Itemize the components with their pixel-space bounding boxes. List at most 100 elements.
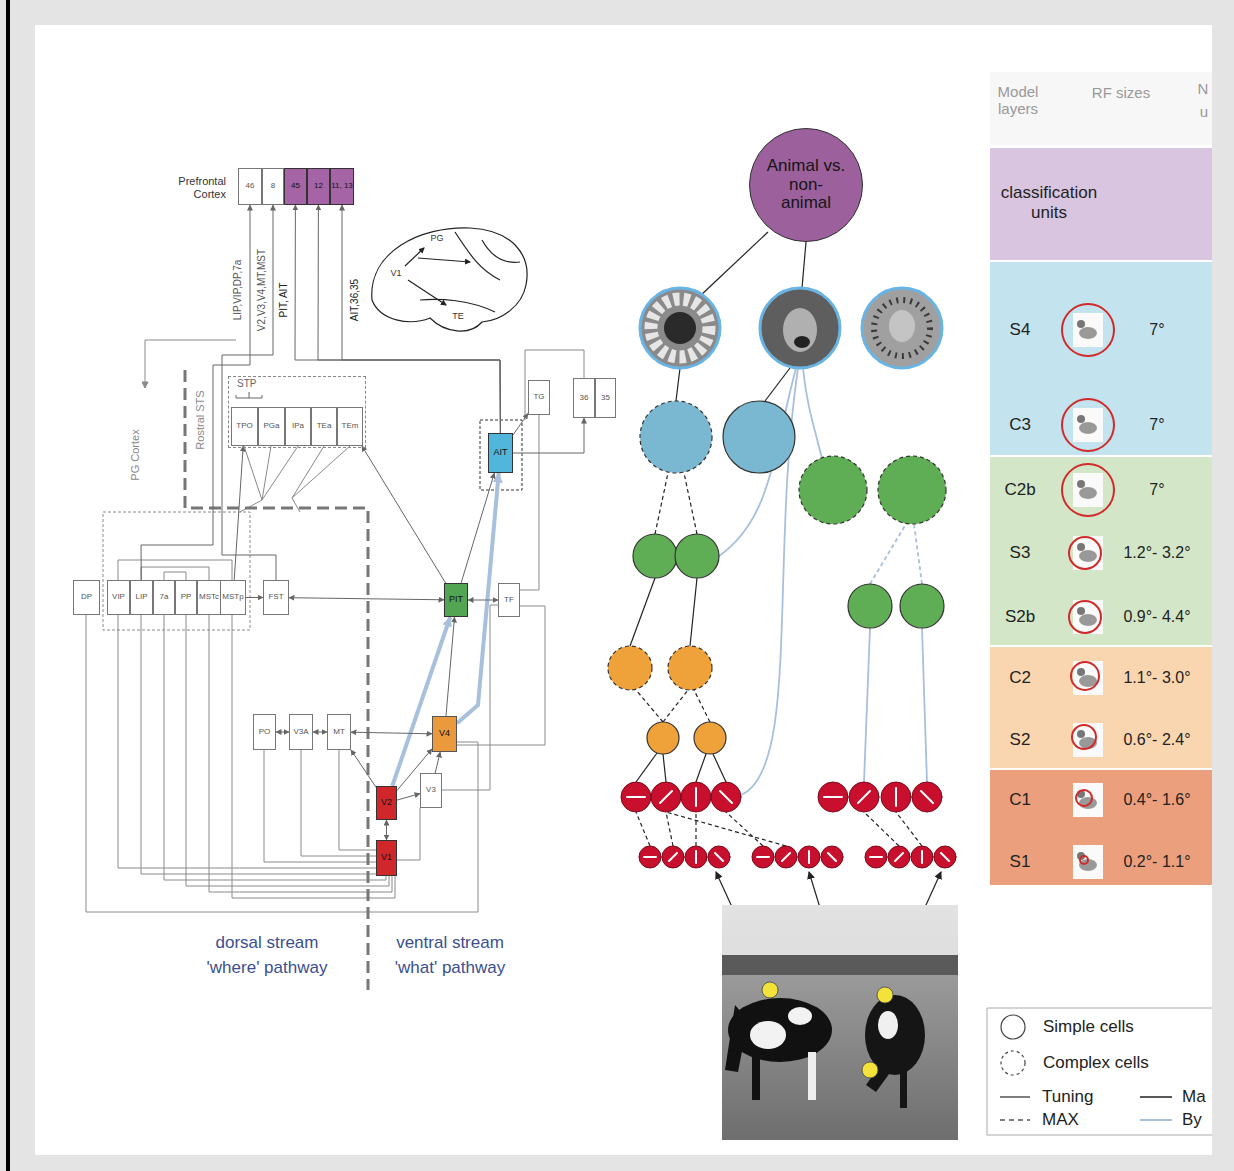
area-box: PP [175, 580, 197, 615]
area-box: 8 [262, 168, 284, 205]
area-box: 36 [573, 378, 595, 418]
connector [468, 600, 498, 601]
area-box: PGa [258, 407, 285, 446]
brain-sketch [372, 228, 527, 331]
node-text: C2 [1009, 668, 1031, 688]
layer-band: S47°C37° [990, 262, 1212, 455]
node-text: TPO [236, 422, 252, 431]
legend-text: MAX [1042, 1110, 1079, 1130]
node-text: TF [504, 596, 514, 605]
node-text: 7a [160, 593, 169, 602]
band-fill [990, 647, 1212, 768]
label: LIP,VIP,DP,7a [232, 260, 244, 321]
legend-text: Ma [1182, 1087, 1206, 1107]
area-box: V2 [376, 786, 397, 820]
connector [246, 597, 263, 598]
node-text: V3 [426, 786, 436, 795]
rf-icons [1062, 304, 1114, 879]
node-text: 1.2°- 3.2° [1123, 544, 1190, 562]
node-text: TG [533, 393, 544, 402]
label: PG Cortex [129, 429, 142, 480]
node-text: TEm [342, 422, 359, 431]
legend-text: By [1182, 1110, 1202, 1130]
node-text: FST [268, 593, 283, 602]
band-fill [990, 262, 1212, 455]
connector [435, 752, 440, 773]
node-text: AIT [493, 448, 507, 458]
label: Prefrontal Cortex [166, 175, 226, 200]
label: 'where' pathway [207, 958, 328, 978]
node-text: TEa [317, 422, 332, 431]
label: TE [452, 311, 464, 321]
label: V2,V3,V4,MT,MST [256, 249, 268, 331]
edge-bar [6, 0, 10, 1171]
model-units [608, 401, 946, 754]
node-text: 11, 13 [331, 182, 353, 191]
classifier-circle: Animal vs. non-animal [749, 128, 863, 242]
node-text: S4 [1010, 320, 1031, 340]
connector [222, 205, 276, 580]
node-text: DP [81, 593, 92, 602]
area-box: 11, 13 [330, 168, 354, 205]
node-text: PIT [449, 595, 463, 605]
node-text: 36 [580, 394, 589, 403]
area-box: PIT [444, 583, 468, 617]
node-text: 0.6°- 2.4° [1123, 731, 1190, 749]
node-text: Animal vs. non-animal [764, 157, 848, 213]
area-box: TEa [311, 407, 337, 446]
label: Rostral STS [194, 390, 207, 449]
node-text: V4 [439, 729, 450, 739]
node-text: MT [333, 728, 345, 737]
connector [351, 750, 376, 787]
area-box: VIP [107, 580, 130, 615]
connector [141, 205, 250, 580]
area-group: STPTPOPGaIPaTEaTEm [228, 376, 366, 448]
node-text: 0.4°- 1.6° [1123, 791, 1190, 809]
area-box: V4 [432, 716, 457, 752]
connector [276, 732, 289, 733]
area-box: DP [73, 580, 100, 615]
node-text: LIP [135, 593, 147, 602]
label: AIT,36,35 [349, 279, 361, 321]
area-box: LIP [130, 580, 153, 615]
area-box: 45 [284, 168, 307, 205]
node-text: S2 [1010, 730, 1031, 750]
layer-band: classification units [990, 148, 1212, 260]
area-box: FST [263, 580, 289, 615]
area-box: MT [327, 714, 351, 750]
node-text: 7° [1149, 481, 1164, 499]
node-text: MSTp [222, 593, 243, 602]
node-text: 0.9°- 4.4° [1123, 608, 1190, 626]
wiring [86, 340, 584, 912]
area-box: V1 [376, 840, 397, 876]
node-text: 35 [601, 394, 610, 403]
node-text: 7° [1149, 321, 1164, 339]
connector [351, 732, 432, 734]
area-box: V3 [420, 773, 442, 808]
node-text: C1 [1009, 790, 1031, 810]
node-text: 1.1°- 3.0° [1123, 669, 1190, 687]
band-fill [990, 457, 1212, 645]
node-text: IPa [292, 422, 304, 431]
area-box: 12 [307, 168, 330, 205]
cow-photo [722, 905, 958, 1140]
legend-box [987, 1008, 1212, 1135]
node-text: MSTc [199, 593, 219, 602]
area-box: IPa [285, 407, 311, 446]
area-box: V3A [289, 714, 313, 750]
layer-band: C10.4°- 1.6°S10.2°- 1.1° [990, 770, 1212, 885]
connector [289, 598, 444, 600]
label: V1 [390, 268, 401, 278]
node-text: V2 [381, 798, 392, 808]
node-text: classification units [989, 183, 1109, 222]
band-fill [990, 770, 1212, 885]
area-box: 35 [595, 378, 616, 418]
node-text: 46 [246, 182, 255, 191]
area-box: TPO [231, 407, 258, 446]
node-text: VIP [112, 593, 125, 602]
connector [295, 205, 500, 433]
connector [397, 794, 420, 801]
area-box: TF [498, 583, 520, 617]
node-text: V1 [381, 853, 392, 863]
